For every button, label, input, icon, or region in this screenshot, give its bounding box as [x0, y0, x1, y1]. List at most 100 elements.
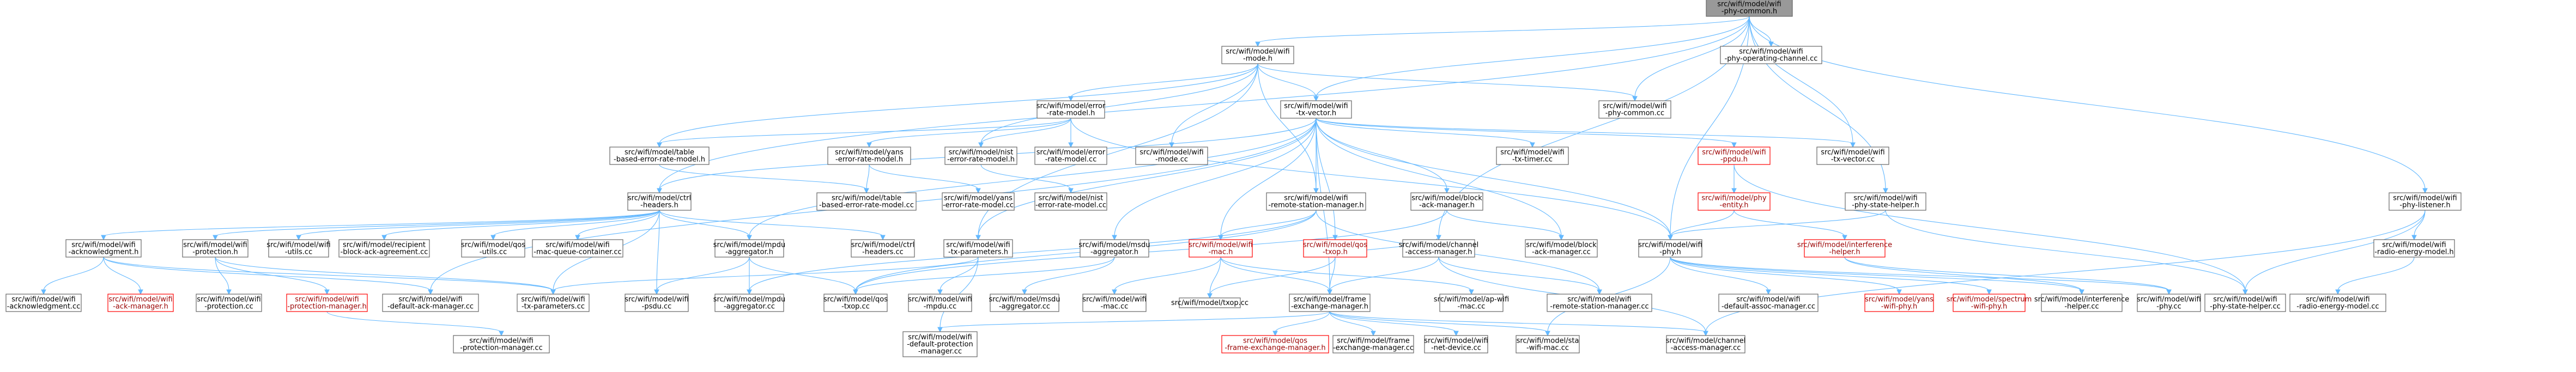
graph-node-interf-h[interactable]: src/wifi/model/interference-helper.h: [1797, 239, 1892, 258]
node-label: -based-error-rate-model.cc: [819, 202, 914, 210]
graph-node-err-rate-h[interactable]: src/wifi/model/error-rate-model.h: [1037, 100, 1106, 119]
edge-mode-h-to-err-rate-h: [1070, 63, 1258, 98]
node-label: src/wifi/model/nist: [1039, 194, 1104, 203]
graph-node-protmgr-cc[interactable]: src/wifi/model/wifi-protection-manager.c…: [453, 335, 550, 353]
node-label: src/wifi/model/ap-wifi: [1434, 296, 1509, 304]
graph-node-ctrl-h[interactable]: src/wifi/model/ctrl-headers.h: [627, 192, 692, 211]
graph-node-block-h[interactable]: src/wifi/model/block-ack-manager.h: [1410, 192, 1483, 211]
graph-node-utils-cc[interactable]: src/wifi/model/wifi-utils.cc: [266, 239, 331, 258]
graph-node-ctrl-cc[interactable]: src/wifi/model/ctrl-headers.cc: [851, 239, 915, 258]
graph-node-defprot-cc[interactable]: src/wifi/model/wifi-default-protection-m…: [902, 331, 978, 357]
graph-node-mac-h[interactable]: src/wifi/model/wifi-mac.h: [1189, 239, 1253, 258]
node-label: -mode.cc: [1155, 156, 1188, 164]
graph-node-qosfem-h[interactable]: src/wifi/model/qos-frame-exchange-manage…: [1221, 335, 1329, 353]
graph-node-apmac-cc[interactable]: src/wifi/model/ap-wifi-mac.cc: [1434, 294, 1509, 312]
edge-arrowhead: [1313, 96, 1319, 102]
graph-node-radio-h[interactable]: src/wifi/model/wifi-radio-energy-model.h: [2373, 239, 2455, 258]
graph-node-table-cc[interactable]: src/wifi/model/table-based-error-rate-mo…: [816, 192, 917, 211]
graph-node-macq-cc[interactable]: src/wifi/model/wifi-mac-queue-container.…: [532, 239, 623, 258]
node-label: -phy-state-helper.h: [1852, 202, 1919, 210]
graph-node-netdev-cc[interactable]: src/wifi/model/wifi-net-device.cc: [1424, 335, 1488, 353]
graph-node-recip-cc[interactable]: src/wifi/model/recipient-block-ack-agree…: [338, 239, 430, 258]
graph-node-txparams-h[interactable]: src/wifi/model/wifi-tx-parameters.h: [943, 239, 1013, 258]
graph-node-nist-err-h[interactable]: src/wifi/model/nist-error-rate-model.h: [944, 147, 1017, 165]
graph-node-radio-cc[interactable]: src/wifi/model/wifi-radio-energy-model.c…: [2289, 294, 2386, 312]
node-box: [1698, 147, 1771, 165]
graph-node-ackpol-h[interactable]: src/wifi/model/wifi-acknowledgment.h: [65, 239, 142, 258]
graph-node-defassoc-cc[interactable]: src/wifi/model/wifi-default-assoc-manage…: [1718, 294, 1819, 312]
graph-node-txparams-cc[interactable]: src/wifi/model/wifi-tx-parameters.cc: [517, 294, 590, 312]
graph-node-phy-common-cc[interactable]: src/wifi/model/wifi-phy-common.cc: [1598, 100, 1671, 119]
graph-node-yans-err-h[interactable]: src/wifi/model/yans-error-rate-model.h: [827, 147, 911, 165]
node-label: -net-device.cc: [1431, 344, 1481, 352]
graph-node-chan-h[interactable]: src/wifi/model/channel-access-manager.h: [1399, 239, 1478, 258]
graph-node-phyentity-h[interactable]: src/wifi/model/phy-entity.h: [1698, 192, 1771, 211]
node-label: -headers.cc: [862, 248, 904, 257]
node-label: src/wifi/model/interference: [2034, 296, 2129, 304]
graph-node-ppdu-h[interactable]: src/wifi/model/wifi-ppdu.h: [1698, 147, 1771, 165]
graph-node-msdu-agg-h[interactable]: src/wifi/model/msdu-aggregator.h: [1079, 239, 1150, 258]
graph-node-yans-err-cc[interactable]: src/wifi/model/yans-error-rate-model.cc: [942, 192, 1015, 211]
node-box: [286, 294, 368, 312]
edge-ctrl-h-to-ctrl-cc: [659, 210, 883, 237]
graph-node-txop-h[interactable]: src/wifi/model/qos-txop.h: [1303, 239, 1367, 258]
graph-node-prot-cc[interactable]: src/wifi/model/wifi-protection.cc: [196, 294, 262, 312]
graph-node-spectrum-h[interactable]: src/wifi/model/spectrum-wifi-phy.h: [1947, 294, 2032, 312]
graph-node-fem-cc[interactable]: src/wifi/model/frame-exchange-manager.cc: [1332, 335, 1414, 353]
graph-node-root[interactable]: src/wifi/model/wifi-phy-common.h: [1706, 0, 1793, 17]
graph-node-nist-cc[interactable]: src/wifi/model/nist-error-rate-model.cc: [1034, 192, 1107, 211]
edge-arrowhead: [657, 142, 662, 148]
graph-nodes: src/wifi/model/wifi-phy-common.h src/wifi…: [5, 0, 2462, 357]
graph-node-yansphy-h[interactable]: src/wifi/model/yans-wifi-phy.h: [1864, 294, 1934, 312]
graph-node-defack-cc[interactable]: src/wifi/model/wifi-default-ack-manager.…: [382, 294, 479, 312]
edge-ctrl-h-to-prot-h: [215, 210, 660, 237]
edge-msdu-agg-h-to-txop-cc: [855, 257, 1115, 291]
graph-node-interf-cc[interactable]: src/wifi/model/interference-helper.cc: [2034, 294, 2129, 312]
graph-node-msdu-agg-cc[interactable]: src/wifi/model/msdu-aggregator.cc: [989, 294, 1060, 312]
node-label: src/wifi/model/wifi: [521, 296, 585, 304]
graph-node-txtimer-cc[interactable]: src/wifi/model/wifi-tx-timer.cc: [1496, 147, 1569, 165]
graph-node-phy-cc[interactable]: src/wifi/model/wifi-phy.cc: [2137, 294, 2201, 312]
edge-arrowhead: [1597, 289, 1602, 295]
edge-mode-h-to-table-rate-h: [659, 63, 1258, 144]
graph-node-mpdu-agg-cc[interactable]: src/wifi/model/mpdu-aggregator.cc: [713, 294, 785, 312]
graph-node-ackmgr-h[interactable]: src/wifi/model/wifi-ack-manager.h: [107, 294, 174, 312]
graph-node-block-cc[interactable]: src/wifi/model/block-ack-manager.cc: [1525, 239, 1598, 258]
graph-node-listener-h[interactable]: src/wifi/model/wifi-phy-listener.h: [2389, 192, 2462, 211]
graph-node-txvec-cc[interactable]: src/wifi/model/wifi-tx-vector.cc: [1816, 147, 1889, 165]
graph-node-err-cc[interactable]: src/wifi/model/error-rate-model.cc: [1034, 147, 1107, 165]
graph-node-mpdu-agg-h[interactable]: src/wifi/model/mpdu-aggregator.h: [713, 239, 785, 258]
graph-node-fem-h[interactable]: src/wifi/model/frame-exchange-manager.h: [1289, 294, 1371, 312]
graph-node-protmgr-h[interactable]: src/wifi/model/wifi-protection-manager.h: [286, 294, 368, 312]
graph-node-phy-h[interactable]: src/wifi/model/wifi-phy.h: [1638, 239, 1702, 258]
graph-node-mpdu-cc[interactable]: src/wifi/model/wifi-mpdu.cc: [908, 294, 972, 312]
node-label: -phy-operating-channel.cc: [1725, 55, 1818, 63]
node-label: src/wifi/model/table: [832, 194, 901, 203]
graph-node-phyhelper-cc[interactable]: src/wifi/model/wifi-phy-state-helper.cc: [2204, 294, 2286, 312]
graph-node-phyhelper-h[interactable]: src/wifi/model/wifi-phy-state-helper.h: [1845, 192, 1926, 211]
edge-arrowhead: [1883, 188, 1888, 194]
graph-node-ack-cc[interactable]: src/wifi/model/wifi-acknowledgment.cc: [5, 294, 82, 312]
graph-node-psdu-cc[interactable]: src/wifi/model/wifi-psdu.cc: [625, 294, 689, 312]
graph-node-rsm-cc[interactable]: src/wifi/model/wifi-remote-station-manag…: [1547, 294, 1652, 312]
graph-node-qos-utils[interactable]: src/wifi/model/qos-utils.cc: [461, 239, 525, 258]
node-box: [714, 294, 784, 312]
graph-node-mode-cc[interactable]: src/wifi/model/wifi-mode.cc: [1135, 147, 1208, 165]
node-label: -rate-model.cc: [1045, 156, 1097, 164]
edge-phy-h-to-yansphy-h: [1670, 257, 1900, 291]
graph-node-rsm-h[interactable]: src/wifi/model/wifi-remote-station-manag…: [1266, 192, 1366, 211]
graph-node-mode-h[interactable]: src/wifi/model/wifi-mode.h: [1221, 46, 1294, 64]
graph-node-txvec-h[interactable]: src/wifi/model/wifi-tx-vector.h: [1280, 100, 1352, 119]
edge-txvec-h-to-mac-h: [1220, 118, 1317, 237]
node-label: -ack-manager.h: [1419, 202, 1475, 210]
graph-node-prot-h[interactable]: src/wifi/model/wifi-protection.h: [182, 239, 248, 258]
graph-node-phy-op-cc[interactable]: src/wifi/model/wifi-phy-operating-channe…: [1720, 46, 1822, 64]
edge-arrowhead: [2422, 188, 2428, 194]
node-box: [1179, 297, 1241, 308]
graph-node-mac-cc[interactable]: src/wifi/model/wifi-mac.cc: [1082, 294, 1147, 312]
graph-node-chan-cc[interactable]: src/wifi/model/channel-access-manager.cc: [1666, 335, 1745, 353]
graph-node-table-rate-h[interactable]: src/wifi/model/table-based-error-rate-mo…: [609, 147, 710, 165]
graph-node-stamac-cc[interactable]: src/wifi/model/sta-wifi-mac.cc: [1516, 335, 1580, 353]
graph-node-txop2-cc[interactable]: src/wifi/model/txop.cc: [1171, 297, 1248, 308]
graph-node-txop-cc[interactable]: src/wifi/model/qos-txop.cc: [823, 294, 888, 312]
